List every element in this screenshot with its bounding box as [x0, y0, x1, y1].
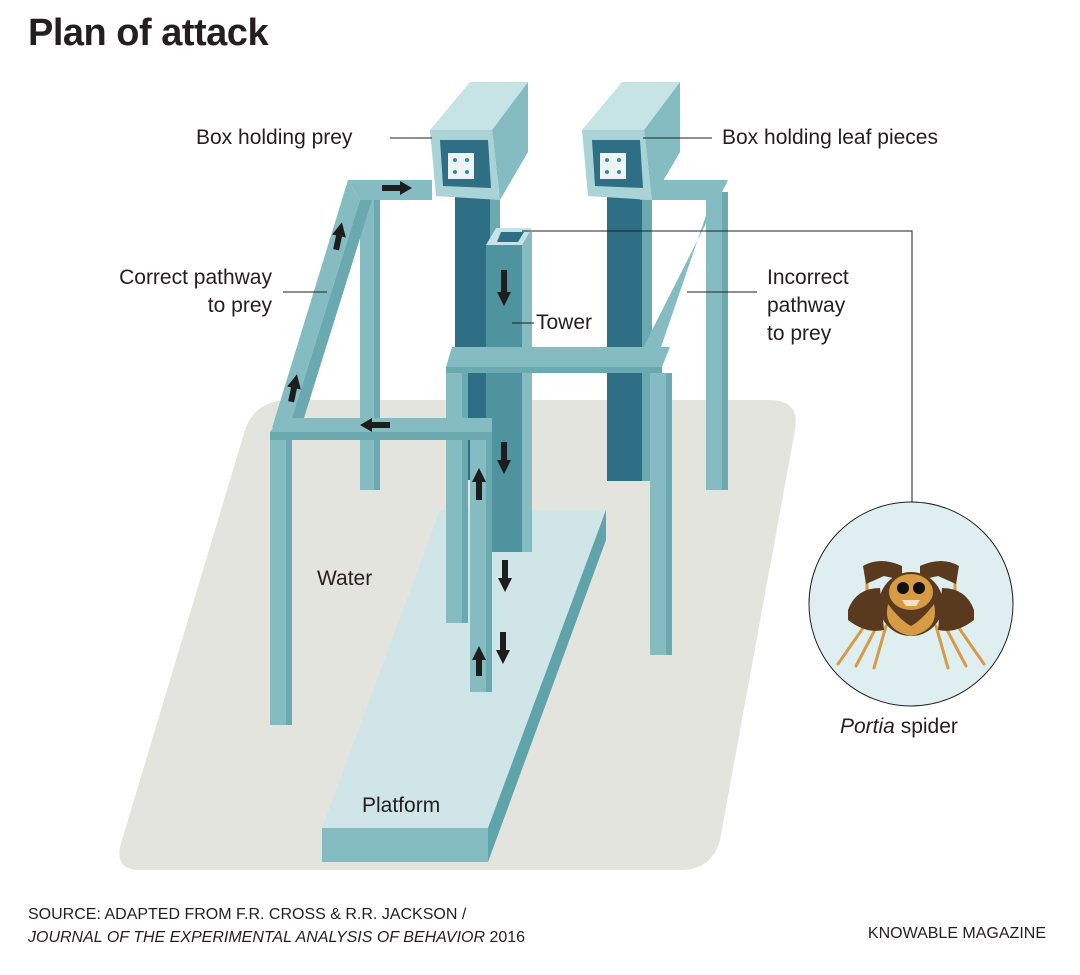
- source-line1: SOURCE: ADAPTED FROM F.R. CROSS & R.R. J…: [28, 906, 467, 923]
- arrow-down-icon: [498, 560, 512, 592]
- label-correct-line2: to prey: [207, 294, 272, 317]
- spider-caption: Portia spider: [840, 713, 958, 741]
- label-incorrect-line2: pathway: [767, 294, 846, 317]
- leader-lines: [283, 137, 913, 504]
- label-incorrect-line1: Incorrect: [767, 266, 849, 289]
- source-year: 2016: [485, 929, 526, 946]
- spider-genus: Portia: [840, 715, 895, 738]
- publisher-credit: KNOWABLE MAGAZINE: [867, 925, 1046, 942]
- label-box-holding-prey: Box holding prey: [196, 126, 353, 149]
- label-platform: Platform: [362, 794, 441, 817]
- arrow-left-icon: [360, 418, 390, 432]
- tower: [486, 228, 532, 552]
- path-arrows: [287, 181, 512, 676]
- arrow-up-icon: [472, 468, 486, 500]
- back-left-leg: [360, 200, 380, 490]
- front-center-leg: [470, 440, 492, 692]
- arrow-down-icon: [497, 442, 511, 474]
- leaf-box-column: [607, 195, 652, 481]
- incorrect-pathway-lower: [446, 347, 672, 655]
- arrow-up-icon: [332, 222, 346, 251]
- back-right-leg: [706, 192, 728, 490]
- source-journal: JOURNAL OF THE EXPERIMENTAL ANALYSIS OF …: [28, 929, 486, 946]
- label-incorrect-line3: to prey: [767, 322, 832, 345]
- arrow-up-icon: [287, 374, 301, 403]
- prey-box: [430, 82, 528, 200]
- label-box-holding-leaf: Box holding leaf pieces: [722, 126, 938, 149]
- label-tower: Tower: [536, 311, 593, 334]
- spider-suffix: spider: [894, 715, 958, 738]
- source-note: SOURCE: ADAPTED FROM F.R. CROSS & R.R. J…: [28, 903, 525, 949]
- label-incorrect-pathway: Incorrect pathway to prey: [767, 264, 849, 348]
- label-water: Water: [317, 567, 373, 590]
- arrow-down-icon: [496, 632, 510, 664]
- arrow-right-icon: [382, 181, 412, 195]
- arrow-down-icon: [497, 270, 511, 306]
- label-correct-line1: Correct pathway: [119, 266, 272, 289]
- spider-illustration: [808, 501, 1014, 707]
- arrow-up-icon: [472, 646, 486, 676]
- leaf-box: [582, 82, 680, 200]
- incorrect-pathway-upper: [640, 180, 728, 350]
- label-correct-pathway: Correct pathway to prey: [119, 264, 272, 320]
- page-title: Plan of attack: [28, 12, 269, 54]
- platform: [322, 510, 606, 862]
